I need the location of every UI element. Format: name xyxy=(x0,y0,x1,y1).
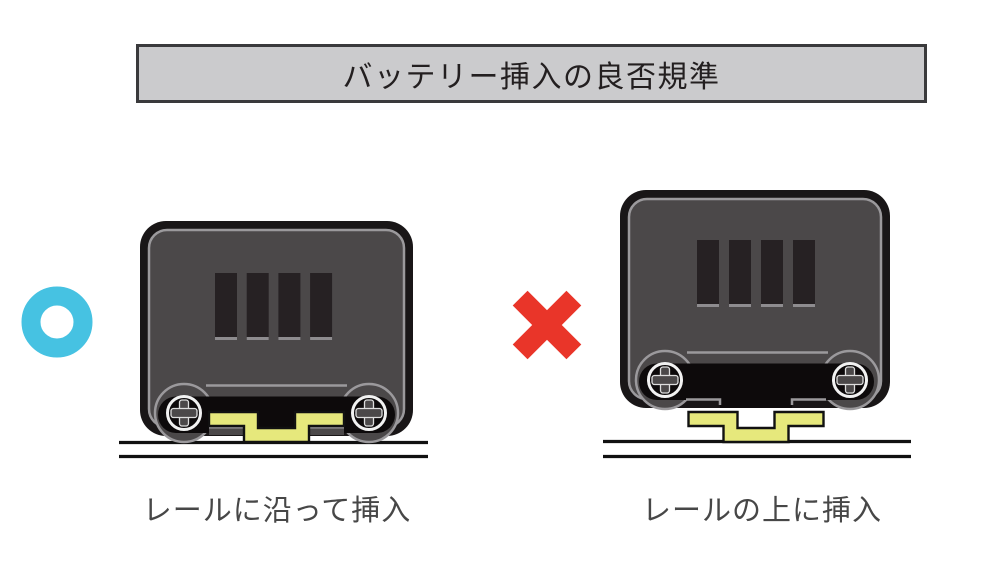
battery-good xyxy=(140,221,413,444)
battery-contact-slots xyxy=(215,273,333,340)
ng-cross-icon xyxy=(512,290,582,360)
screw-icon xyxy=(166,395,202,431)
battery-contact-slots xyxy=(697,240,815,307)
screw-icon xyxy=(351,395,387,431)
battery-center-tab xyxy=(720,392,792,408)
screw-icon xyxy=(647,362,683,398)
caption-bad: レールの上に挿入 xyxy=(641,495,882,527)
caption-good: レールに沿って挿入 xyxy=(142,495,412,527)
diagram-title-box: バッテリー挿入の良否規準 xyxy=(136,44,927,103)
good-example-illustration xyxy=(21,221,428,459)
ok-circle-icon xyxy=(21,286,93,358)
screw-icon xyxy=(832,362,868,398)
tab-outline xyxy=(686,398,826,405)
bad-example-illustration xyxy=(512,190,911,459)
battery-bad xyxy=(620,190,890,411)
diagram-title: バッテリー挿入の良否規準 xyxy=(342,60,721,94)
battery-recess xyxy=(639,363,874,400)
rail-connector-seated xyxy=(207,410,346,444)
rail-connector-unseated xyxy=(687,410,825,444)
